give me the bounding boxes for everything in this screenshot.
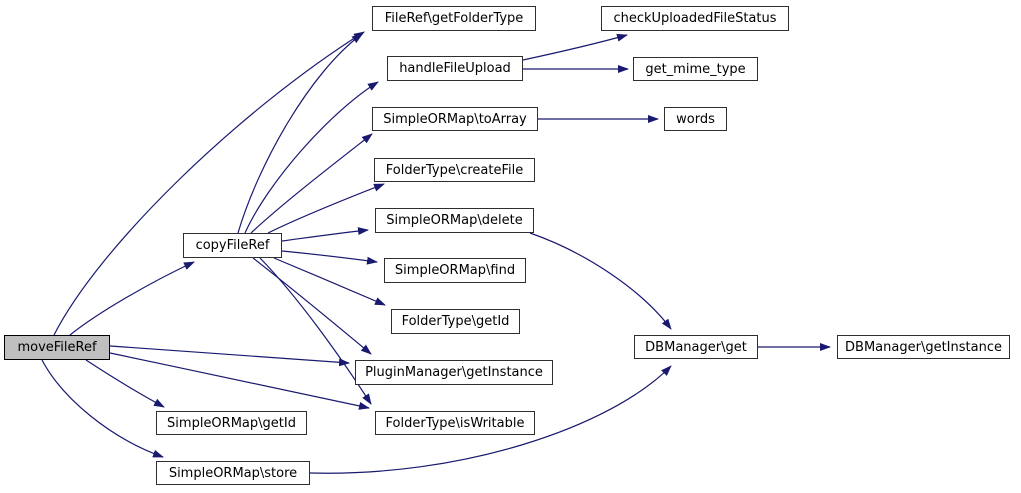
edge-copyFileRef-to-delete	[281, 227, 369, 242]
edge-copyFileRef-to-isWritable	[259, 257, 372, 405]
node-label: FileRef\getFolderType	[384, 11, 524, 26]
edge-copyFileRef-to-folderGetId	[273, 257, 386, 306]
node-label: DBManager\getInstance	[845, 339, 1002, 355]
edge-copyFileRef-to-find	[281, 250, 378, 265]
node-find[interactable]: SimpleORMap\find	[384, 258, 526, 283]
node-isWritable[interactable]: FolderType\isWritable	[375, 411, 535, 435]
node-pluginGetInstance[interactable]: PluginManager\getInstance	[355, 360, 553, 385]
node-label: moveFileRef	[17, 340, 97, 355]
edge-store-to-dbGet	[309, 365, 672, 474]
node-dbGetInstance[interactable]: DBManager\getInstance	[837, 335, 1010, 359]
node-moveFileRef: moveFileRef	[4, 335, 110, 360]
node-label: copyFileRef	[195, 238, 270, 253]
edge-copyFileRef-to-createFile	[267, 183, 385, 234]
node-label: handleFileUpload	[399, 61, 511, 76]
node-label: SimpleORMap\delete	[386, 213, 523, 228]
node-label: FolderType\createFile	[385, 162, 524, 178]
node-label: PluginManager\getInstance	[365, 365, 543, 380]
node-folderGetId[interactable]: FolderType\getId	[391, 309, 520, 334]
edge-moveFileRef-to-pluginGetInstance	[109, 345, 350, 367]
node-checkUploadedFileStatus[interactable]: checkUploadedFileStatus	[601, 6, 789, 31]
edge-moveFileRef-to-isWritable	[109, 352, 370, 410]
node-delete[interactable]: SimpleORMap\delete	[375, 208, 534, 233]
node-store[interactable]: SimpleORMap\store	[156, 461, 310, 485]
edge-handleFileUpload-to-checkUploadedFileStatus	[522, 33, 628, 61]
node-label: checkUploadedFileStatus	[613, 11, 777, 26]
node-label: FolderType\isWritable	[385, 415, 525, 431]
node-copyFileRef[interactable]: copyFileRef	[183, 233, 282, 258]
edge-copyFileRef-to-pluginGetInstance	[252, 257, 372, 355]
node-label: SimpleORMap\find	[394, 263, 516, 278]
edge-copyFileRef-to-getFolderType	[237, 33, 363, 234]
node-words[interactable]: words	[664, 107, 727, 131]
node-label: SimpleORMap\getId	[167, 415, 296, 431]
node-label: get_mime_type	[645, 61, 746, 77]
node-getFolderType[interactable]: FileRef\getFolderType	[372, 6, 536, 31]
edge-copyFileRef-to-toArray	[250, 133, 373, 234]
node-createFile[interactable]: FolderType\createFile	[374, 158, 535, 182]
edge-moveFileRef-to-getFolderType	[53, 31, 365, 336]
node-label: FolderType\getId	[401, 314, 510, 329]
node-label: SimpleORMap\store	[168, 465, 298, 481]
node-label: DBManager\get	[645, 339, 747, 355]
node-get_mime_type[interactable]: get_mime_type	[633, 57, 758, 81]
node-simpleGetId[interactable]: SimpleORMap\getId	[156, 411, 307, 435]
node-label: SimpleORMap\toArray	[383, 111, 527, 127]
edge-moveFileRef-to-simpleGetId	[85, 359, 165, 408]
edge-delete-to-dbGet	[529, 232, 672, 330]
edge-copyFileRef-to-handleFileUpload	[244, 81, 379, 234]
edge-moveFileRef-to-copyFileRef	[69, 261, 195, 336]
edge-moveFileRef-to-store	[41, 359, 164, 458]
node-dbGet[interactable]: DBManager\get	[634, 335, 758, 359]
node-toArray[interactable]: SimpleORMap\toArray	[372, 107, 538, 131]
node-handleFileUpload[interactable]: handleFileUpload	[387, 56, 523, 81]
node-label: words	[676, 111, 715, 127]
